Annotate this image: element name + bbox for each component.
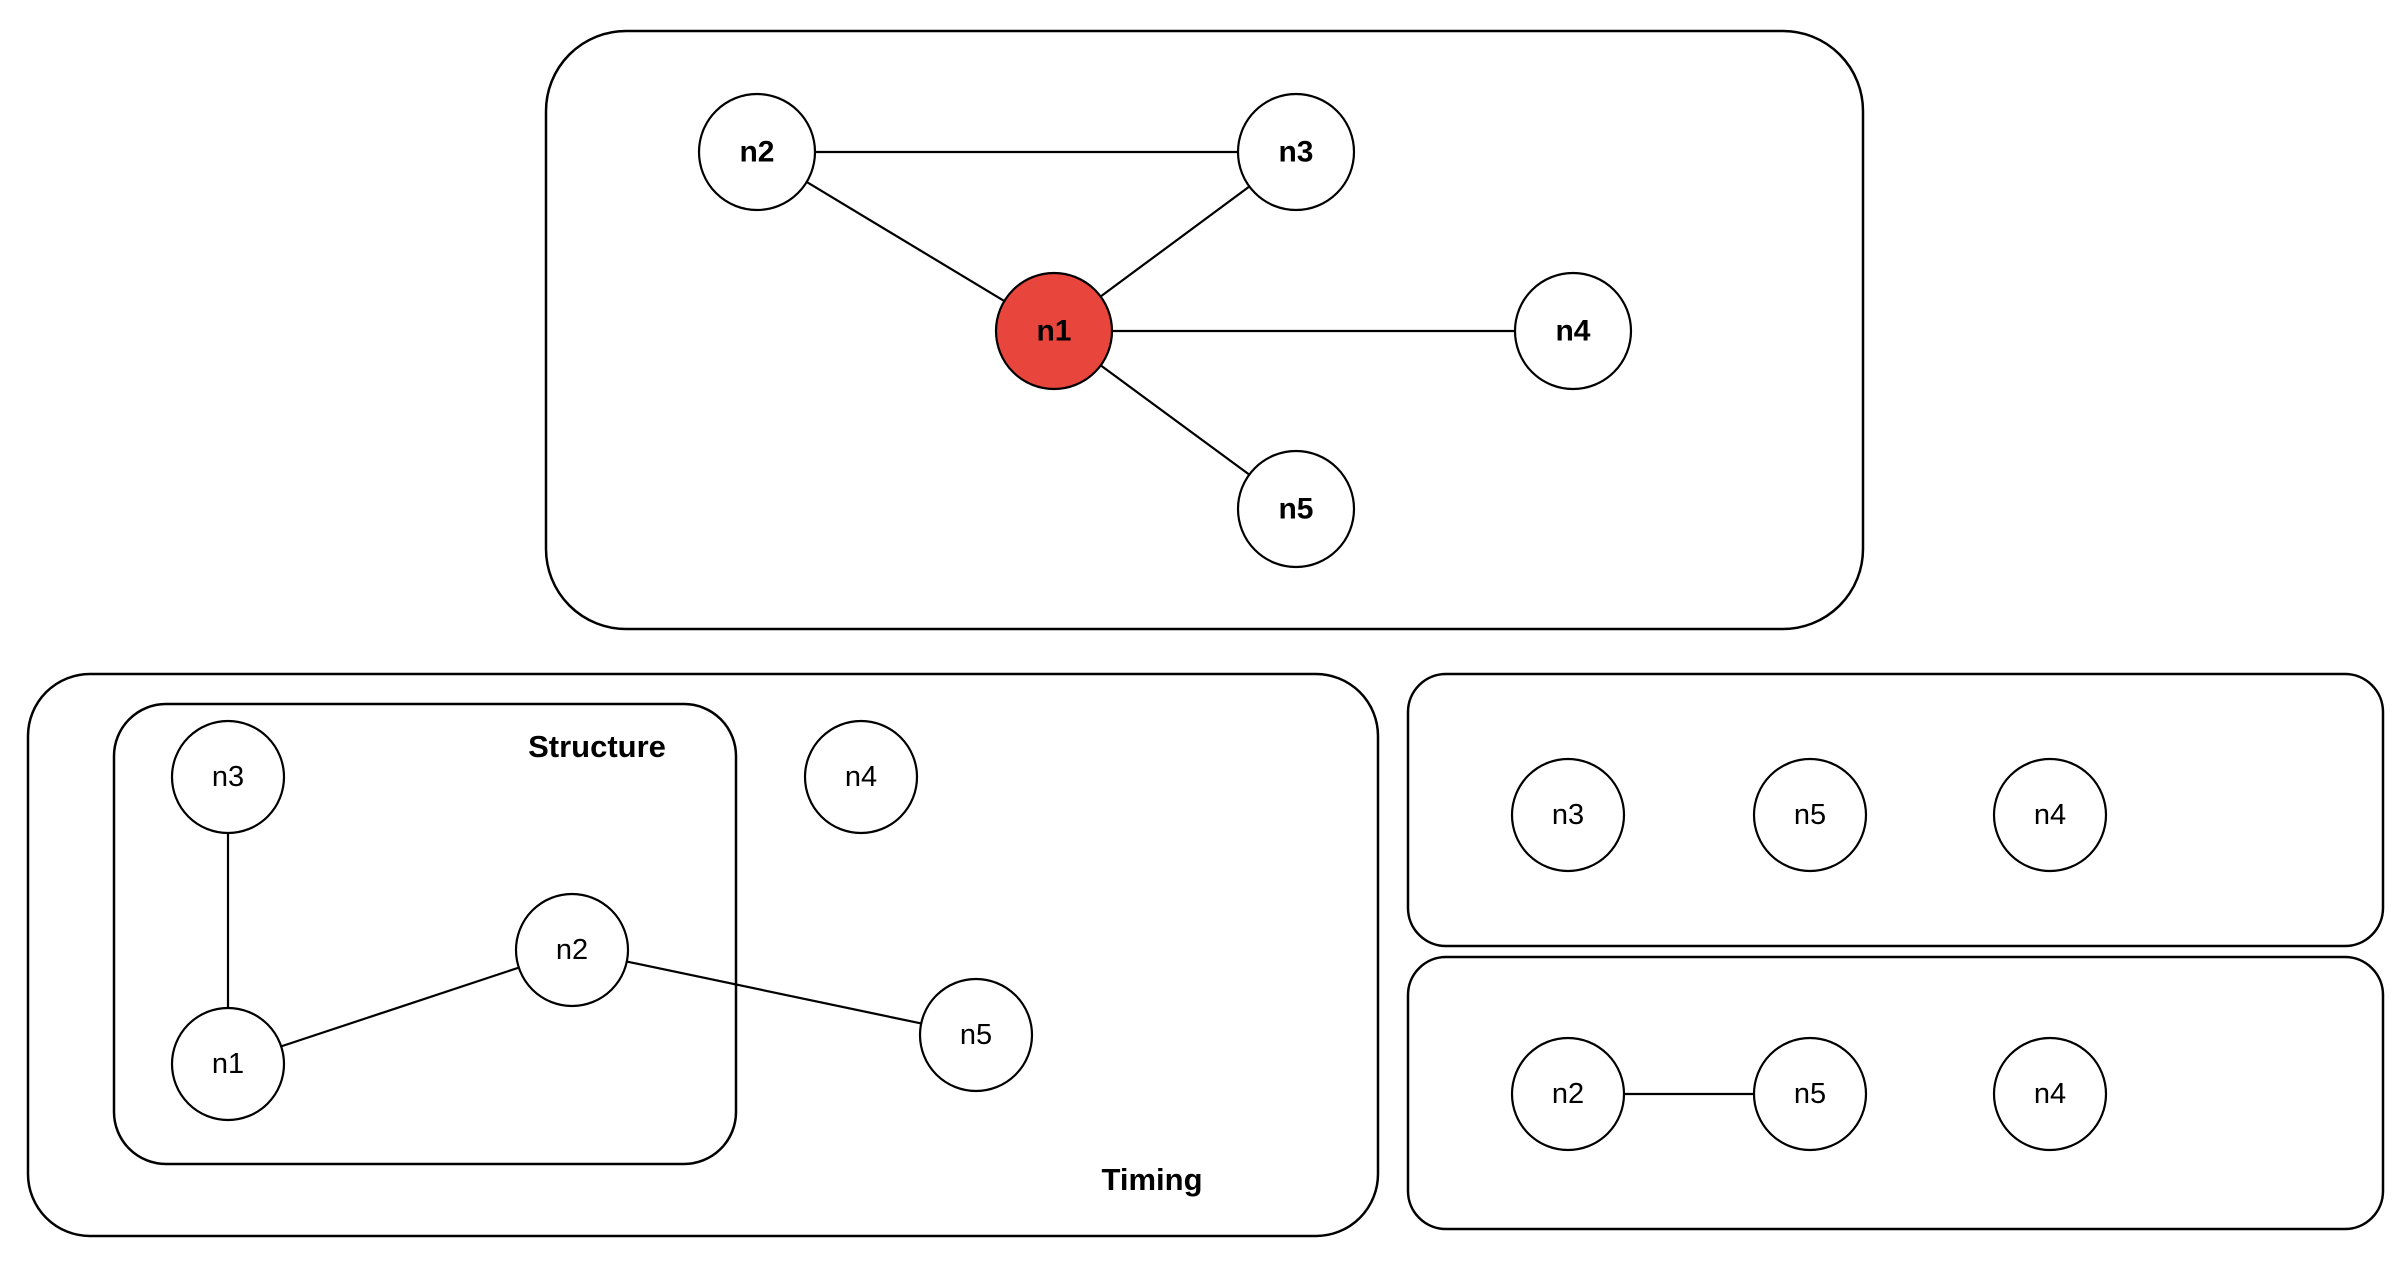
node-circle [1236, 92, 1356, 212]
right-bottom-node-n4: n4 [1992, 1036, 2108, 1152]
node-label: n5 [1794, 799, 1826, 831]
node-circle [1510, 1036, 1626, 1152]
node-label: n3 [1552, 799, 1584, 831]
node-circle [1752, 1036, 1868, 1152]
node-label: n5 [1794, 1078, 1826, 1110]
node-circle [1513, 271, 1633, 391]
node-label: n4 [2034, 1078, 2066, 1110]
right-top-node-n5: n5 [1752, 757, 1868, 873]
node-circle [170, 719, 286, 835]
node-circle [170, 1006, 286, 1122]
node-label: n3 [1278, 136, 1313, 169]
top-edge-n2-n1 [806, 180, 1005, 303]
top-edge-n1-n5 [1100, 364, 1250, 476]
right-bottom-node-n2: n2 [1510, 1036, 1626, 1152]
right-top-node-n3: n3 [1510, 757, 1626, 873]
node-label: n5 [960, 1019, 992, 1051]
timing-node-n4: n4 [803, 719, 919, 835]
structure-edge-n1-n2 [280, 966, 520, 1048]
structure-node-n3: n3 [170, 719, 286, 835]
node-circle [1992, 1036, 2108, 1152]
node-circle [994, 271, 1114, 391]
node-label: n4 [845, 761, 877, 793]
node-label: n1 [1036, 315, 1071, 348]
node-label: n2 [739, 136, 774, 169]
node-label: n2 [556, 934, 588, 966]
top-node-n1: n1 [994, 271, 1114, 391]
node-label: n4 [2034, 799, 2066, 831]
timing-edge-n2-n5 [626, 960, 922, 1025]
structure-node-n2: n2 [514, 892, 630, 1008]
structure-node-n1: n1 [170, 1006, 286, 1122]
right-top-node-n4: n4 [1992, 757, 2108, 873]
structure-title: Structure [528, 729, 666, 764]
node-label: n2 [1552, 1078, 1584, 1110]
top-node-n4: n4 [1513, 271, 1633, 391]
node-label: n5 [1278, 493, 1313, 526]
node-label: n1 [212, 1048, 244, 1080]
edges-layer [226, 150, 1754, 1096]
right-bottom-panel [1406, 955, 2385, 1231]
node-circle [1752, 757, 1868, 873]
top-node-n3: n3 [1236, 92, 1356, 212]
top-node-n5: n5 [1236, 449, 1356, 569]
node-circle [1510, 757, 1626, 873]
timing-title: Timing [1101, 1162, 1202, 1197]
node-circle [514, 892, 630, 1008]
node-label: n4 [1555, 315, 1590, 348]
node-label: n3 [212, 761, 244, 793]
top-edge-n3-n1 [1099, 185, 1251, 298]
right-bottom-node-n5: n5 [1752, 1036, 1868, 1152]
right-top-panel [1406, 672, 2385, 948]
node-circle [1992, 757, 2108, 873]
node-circle [918, 977, 1034, 1093]
timing-node-n5: n5 [918, 977, 1034, 1093]
node-circle [1236, 449, 1356, 569]
top-node-n2: n2 [697, 92, 817, 212]
node-circle [697, 92, 817, 212]
node-circle [803, 719, 919, 835]
nodes-layer: n1 n2 n3 n4 n5 n4 n5 n3 n1 n2 n3 n5 n4 n2 n5 n4 [170, 92, 2108, 1152]
